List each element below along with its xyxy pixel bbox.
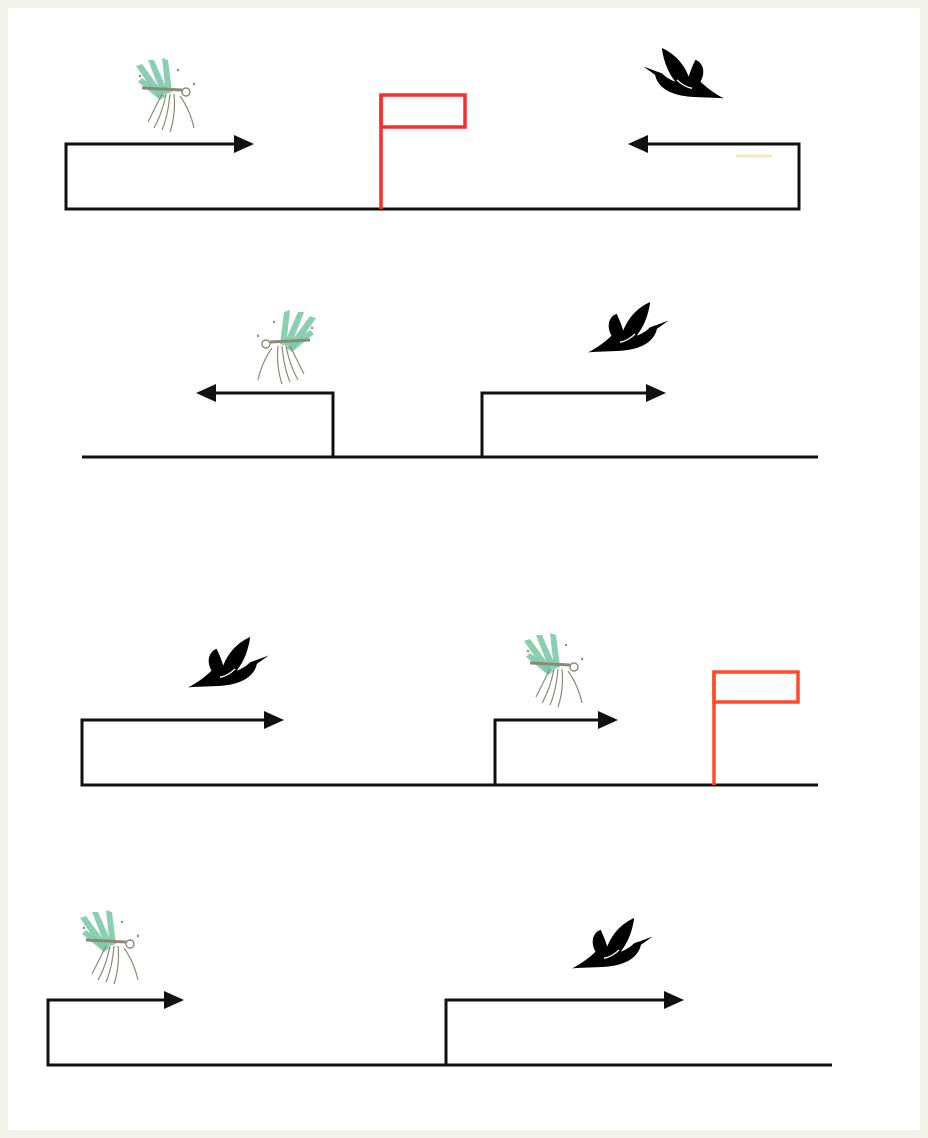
promoter-diagram (46, 47, 832, 1067)
panel-3-baseline (80, 718, 818, 787)
panel-2-right-promoter (480, 391, 646, 457)
panel-3-second-promoter (493, 718, 598, 785)
panel-4-arrow-right-head-2 (664, 991, 684, 1009)
panel-3-flag-icon (712, 670, 800, 785)
icons-layer (78, 47, 725, 986)
panel-2-mosquito-icon (255, 308, 318, 386)
panel-3-arrow-right-head-2 (598, 711, 618, 729)
panel-2-left-promoter (216, 391, 335, 457)
panel-1-baseline (64, 142, 801, 211)
panel-1-arrow-right-head (234, 135, 254, 153)
panel-2-arrow-right-head (646, 384, 666, 402)
panel-1-mosquito-icon (134, 56, 197, 134)
diagram-canvas (8, 8, 920, 1130)
panel-1-arrow-left-head (628, 135, 648, 153)
panel-1-flag-icon (379, 93, 467, 209)
panel-4-hummingbird-icon (571, 917, 654, 970)
panel-4-baseline (46, 998, 832, 1067)
panel-2-hummingbird-icon (587, 301, 670, 354)
panel-4-mosquito-icon (78, 908, 141, 986)
panel-4-arrow-right-head-1 (164, 991, 184, 1009)
panel-1-hummingbird-icon (642, 47, 725, 100)
panel-4-second-promoter (444, 998, 664, 1065)
panel-3-arrow-right-head-1 (264, 711, 284, 729)
panel-3-hummingbird-icon (187, 636, 270, 689)
panel-2-arrow-left-head (196, 384, 216, 402)
lines-layer (46, 93, 832, 1067)
panel-3-mosquito-icon (522, 631, 585, 709)
